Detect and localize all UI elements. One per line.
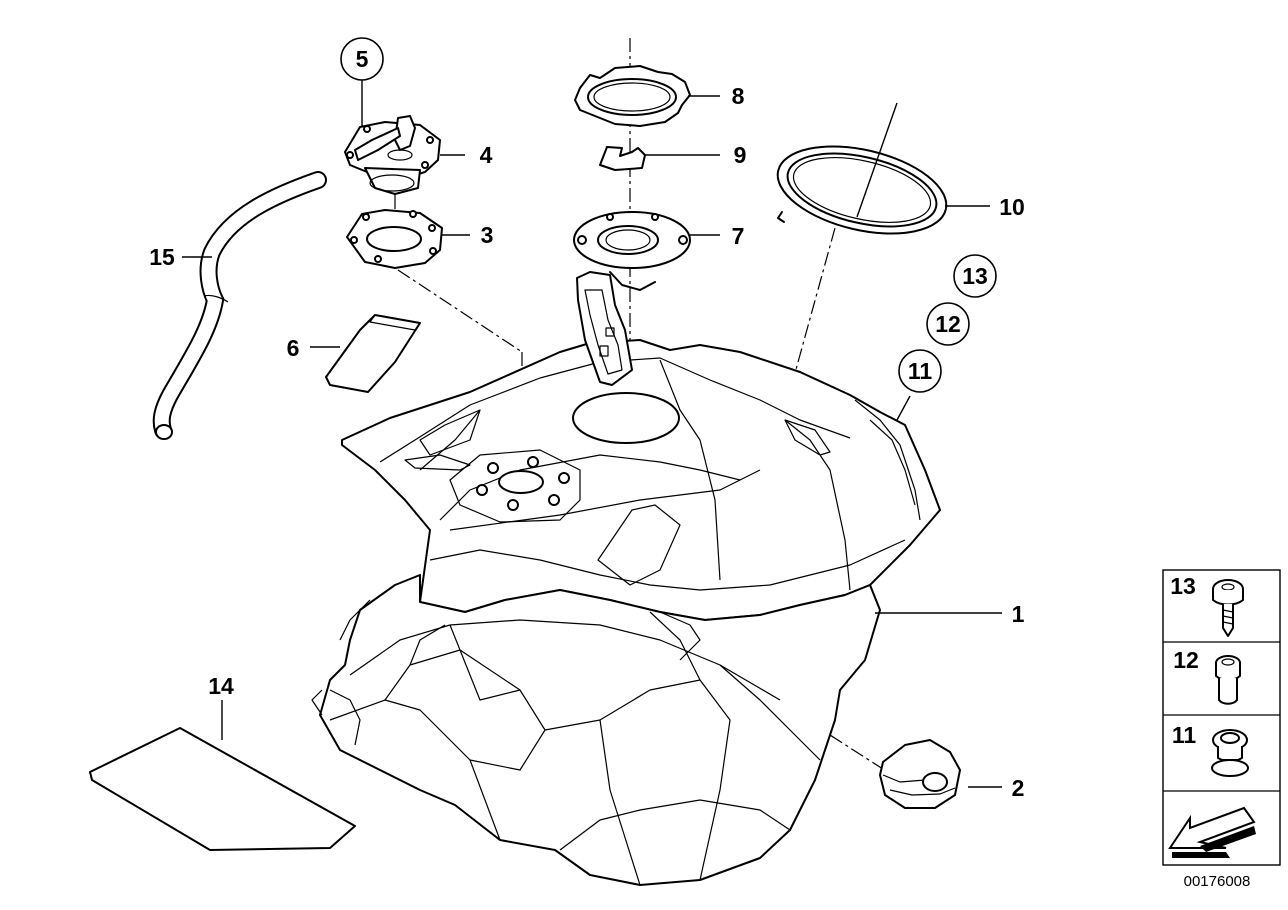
callout-8: 8 (732, 83, 745, 109)
callout-4: 4 (480, 142, 493, 168)
callout-7: 7 (732, 223, 745, 249)
callout-2: 2 (1012, 775, 1025, 801)
callout-1: 1 (1012, 601, 1025, 627)
callout-13: 13 (962, 263, 988, 289)
fuel-hose[interactable] (152, 171, 327, 440)
callout-15: 15 (149, 244, 175, 270)
sending-unit-cover[interactable] (344, 115, 441, 195)
clamp-ring[interactable] (574, 65, 691, 127)
legend-label-12: 12 (1173, 647, 1199, 673)
tank-ring[interactable] (769, 132, 955, 249)
gasket[interactable] (346, 209, 443, 269)
legend-label-11: 11 (1172, 722, 1197, 748)
heat-shield-mat[interactable] (89, 727, 356, 851)
fuel-tank[interactable] (311, 339, 941, 886)
legend-label-13: 13 (1170, 573, 1196, 599)
callout-12: 12 (935, 311, 961, 337)
callout-11: 11 (908, 358, 933, 384)
orientation-arrow-icon (1168, 806, 1256, 858)
leader-lines (182, 78, 1002, 788)
fastener-legend: 13 12 11 (1162, 569, 1281, 866)
document-number: 00176008 (1184, 873, 1251, 890)
callout-5: 5 (356, 46, 369, 72)
callout-6: 6 (287, 335, 300, 361)
foam-pad[interactable] (325, 314, 421, 393)
callouts: 5 4 3 15 6 8 9 7 10 13 12 11 1 2 14 (149, 37, 1025, 801)
rubber-grommet-icon (1211, 729, 1249, 777)
callout-3: 3 (481, 222, 494, 248)
spacer-bushing-icon (1215, 655, 1241, 705)
screw-icon (1212, 579, 1244, 637)
fuel-pump-flange[interactable] (573, 211, 691, 386)
callout-10: 10 (999, 194, 1025, 220)
tank-cap[interactable] (879, 739, 961, 809)
callout-14: 14 (208, 673, 234, 699)
small-clip[interactable] (599, 146, 646, 171)
callout-9: 9 (734, 142, 747, 168)
